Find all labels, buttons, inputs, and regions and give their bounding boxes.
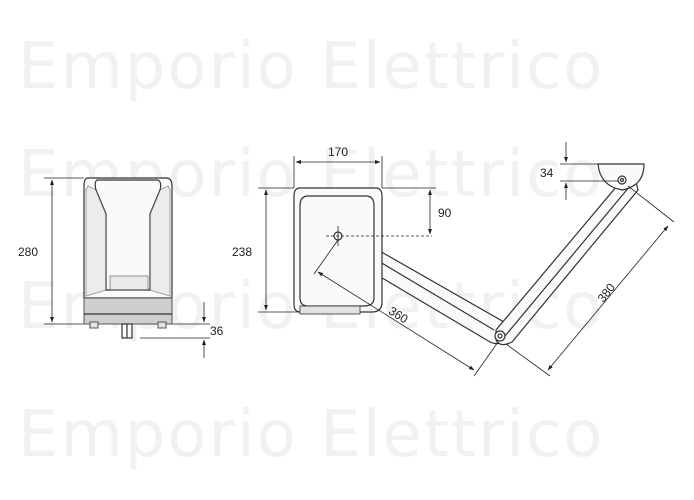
watermark-group: Emporio Elettrico Emporio Elettrico Empo… xyxy=(18,30,604,472)
front-side-panel-left xyxy=(85,185,107,297)
side-dim-360-line xyxy=(317,271,475,371)
bracket-pivot xyxy=(617,175,627,185)
side-housing-base xyxy=(299,305,361,315)
side-dim-90-label: 90 xyxy=(438,206,452,220)
front-foot-left xyxy=(89,321,99,329)
front-dim-36-label: 36 xyxy=(210,324,224,338)
elbow-pivot xyxy=(494,330,506,342)
bracket-pivot-pin xyxy=(619,177,625,183)
side-dim-34-label: 34 xyxy=(540,166,554,180)
side-dim-380-ext-a xyxy=(505,343,551,377)
side-dim-360-ext-a xyxy=(313,239,339,275)
side-housing-outline xyxy=(293,187,383,313)
side-dim-380-line xyxy=(547,225,669,371)
front-dim-280-label: 280 xyxy=(18,245,38,259)
elbow-pivot-pin xyxy=(497,333,503,339)
front-foot-right xyxy=(157,321,167,329)
front-base-plate xyxy=(83,297,173,325)
side-dim-380-ext-b xyxy=(627,185,675,223)
side-view: 170 238 90 360 380 34 xyxy=(232,142,675,377)
watermark-text-bottom: Emporio Elettrico xyxy=(18,398,604,472)
front-window xyxy=(109,275,149,291)
front-view: 280 36 xyxy=(18,177,224,358)
side-dim-360-ext-b xyxy=(473,341,499,377)
watermark-text-top: Emporio Elettrico xyxy=(18,30,604,104)
side-dim-170-label: 170 xyxy=(328,145,348,159)
side-dim-238-label: 238 xyxy=(232,245,252,259)
front-side-panel-right xyxy=(149,185,171,297)
